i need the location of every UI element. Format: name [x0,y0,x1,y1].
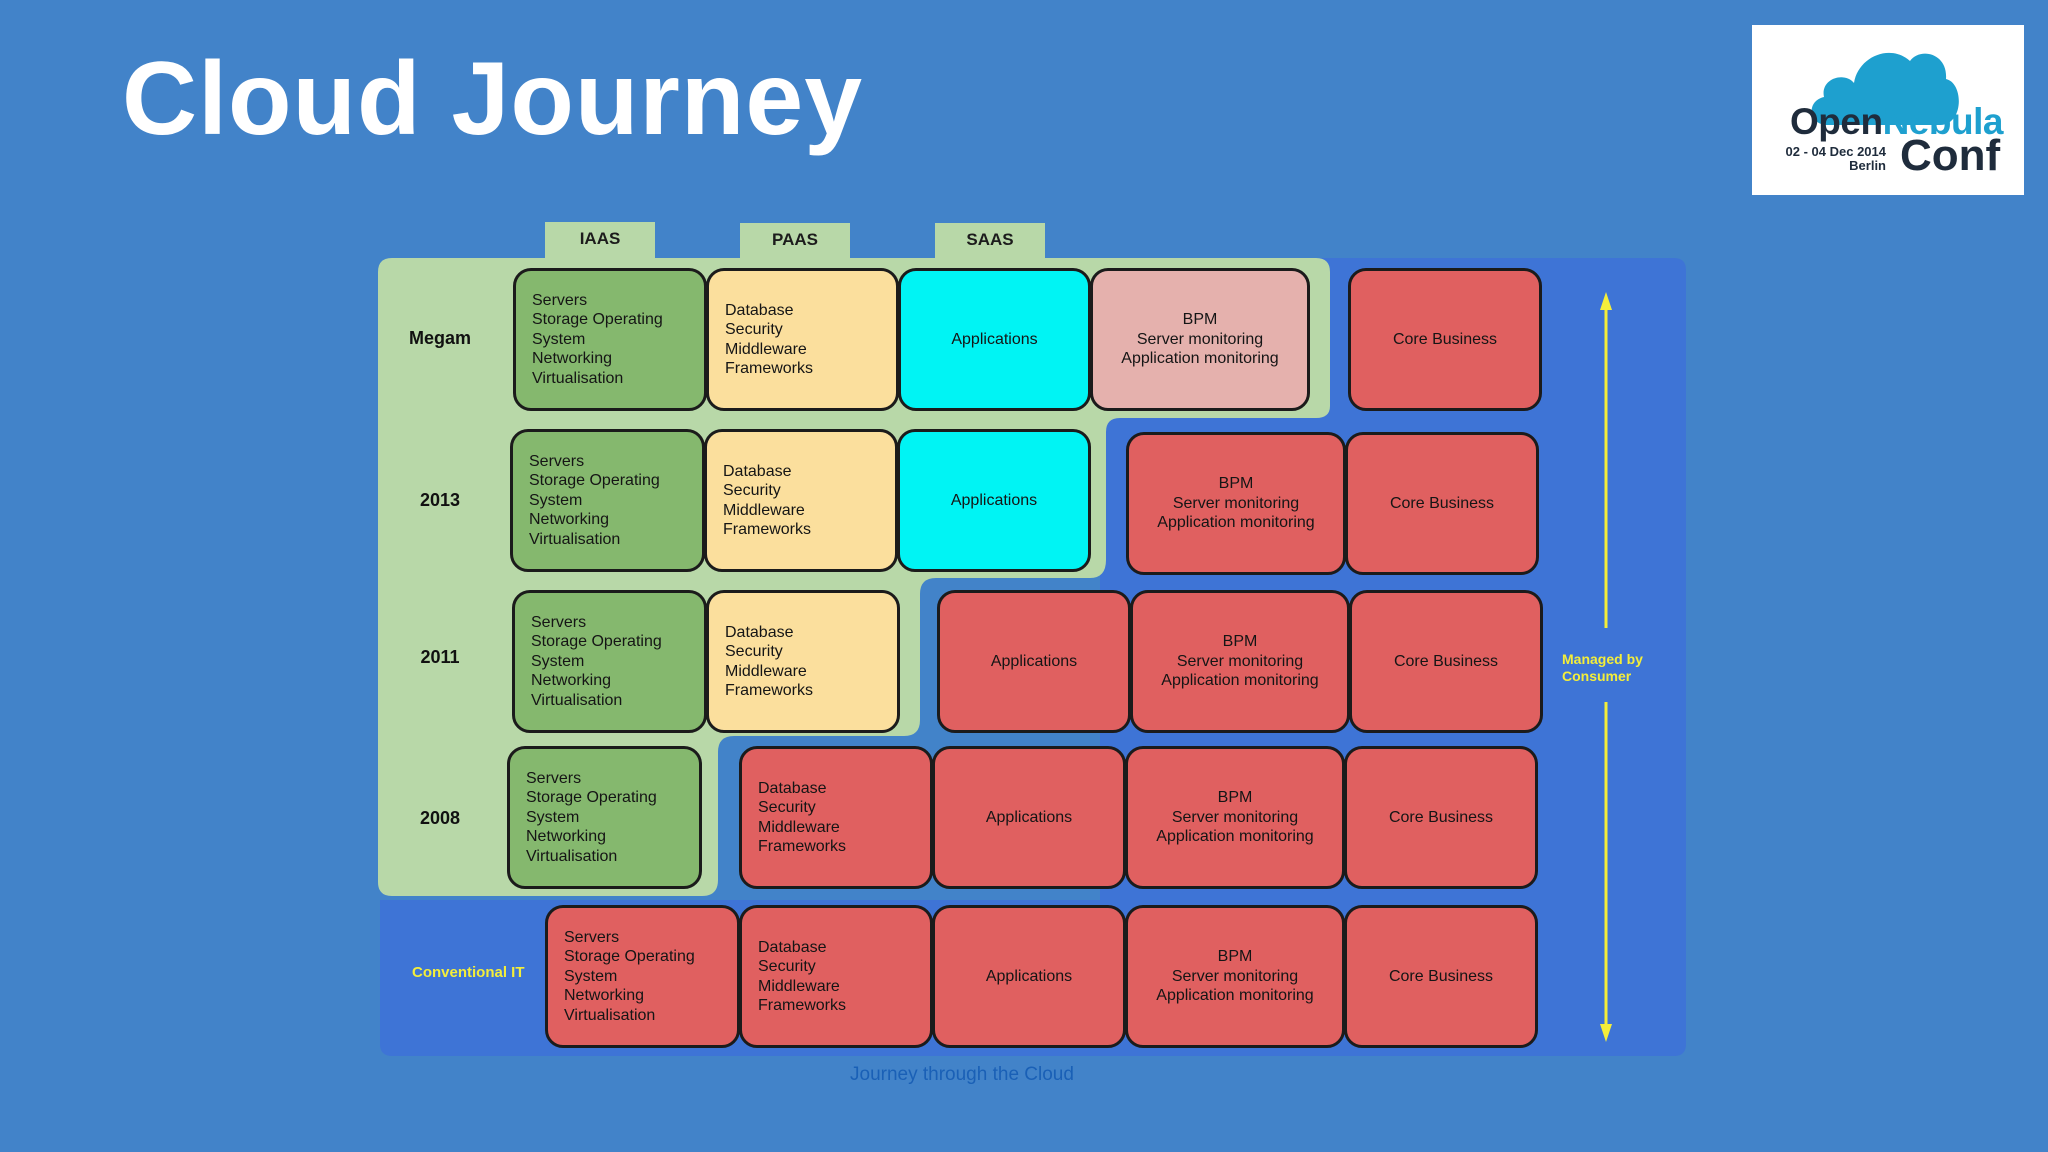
cell-text: BPM Server monitoring Application monito… [1161,633,1319,690]
cell-text: Applications [951,330,1038,348]
cell-megam-bpm: BPM Server monitoring Application monito… [1090,268,1310,411]
cell-2013-iaas: Servers Storage Operating System Network… [510,429,705,572]
row-label-2011: 2011 [420,647,460,667]
cell-text: BPM Server monitoring Application monito… [1156,789,1314,846]
cell-text: Applications [985,808,1073,826]
cell-text: Servers Storage Operating System Network… [529,452,660,548]
cell-text: BPM Server monitoring Application monito… [1157,475,1315,532]
cell-text: Database Security Middleware Frameworks [723,462,812,539]
cell-text: Applications [950,491,1038,509]
logo-brand-open: Open [1790,101,1883,142]
slide-title: Cloud Journey [122,41,864,157]
cloud-icon [1811,52,1959,125]
cell-2008-bpm: BPM Server monitoring Application monito… [1125,746,1345,889]
tab-iaas: IAAS [545,222,655,258]
cell-2008-saas: Applications [932,746,1126,889]
cell-2008-paas: Database Security Middleware Frameworks [739,746,933,889]
cell-2013-paas: Database Security Middleware Frameworks [704,429,898,572]
logo-brand-nebula: Nebula [1882,101,2004,142]
row-label-megam: Megam [408,328,471,348]
opennebula-conf-logo: OpenNebula 02 - 04 Dec 2014 Berlin Conf [1752,25,2024,195]
logo-brand: OpenNebula [1790,101,2003,143]
cell-text: Core Business [1388,808,1494,826]
cell-2013-saas: Applications [897,429,1091,572]
tab-saas: SAAS [935,223,1045,259]
cell-2011-core: Core Business [1349,590,1543,733]
cell-2011-iaas: Servers Storage Operating System Network… [512,590,707,733]
cell-text: Core Business [1393,652,1499,670]
cell-text: Servers Storage Operating System Network… [531,613,662,709]
logo-dates: 02 - 04 Dec 2014 Berlin [1782,145,1886,173]
cell-text: Database Security Middleware Frameworks [725,301,814,378]
cell-conventional-core: Core Business [1344,905,1538,1048]
cell-megam-iaas: Servers Storage Operating System Network… [513,268,707,411]
row-label-2008: 2008 [419,808,461,828]
cell-text: BPM Server monitoring Application monito… [1156,948,1314,1005]
cell-text: Database Security Middleware Frameworks [758,938,847,1015]
cell-megam-saas: Applications [898,268,1091,411]
cell-2011-paas: Database Security Middleware Frameworks [706,590,900,733]
cell-2013-core: Core Business [1345,432,1539,575]
cell-2011-saas: Applications [937,590,1131,733]
row-label-conventional-it: Conventional IT [412,964,525,981]
cell-text: Applications [985,967,1073,985]
diagram-caption: Journey through the Cloud [850,1064,1074,1085]
cell-text: Applications [990,652,1078,670]
provider-managed-region [378,258,1330,896]
cell-text: Database Security Middleware Frameworks [758,779,847,856]
logo-conf: Conf [1900,131,2001,180]
cell-text: Servers Storage Operating System Network… [532,291,663,387]
cell-text: BPM Server monitoring Application monito… [1121,311,1279,368]
cell-conventional-saas: Applications [932,905,1126,1048]
managed-by-consumer-text: Managed by Consumer [1562,651,1643,684]
cell-conventional-bpm: BPM Server monitoring Application monito… [1125,905,1345,1048]
cell-text: Core Business [1392,330,1498,348]
cell-text: Database Security Middleware Frameworks [725,623,814,700]
cell-conventional-paas: Database Security Middleware Frameworks [739,905,933,1048]
cell-text: Core Business [1389,494,1495,512]
managed-by-consumer-label: Managed by Consumer [1562,651,1672,685]
cell-conventional-iaas: Servers Storage Operating System Network… [545,905,740,1048]
cell-text: Servers Storage Operating System Network… [526,769,657,865]
row-label-2013: 2013 [419,490,461,510]
cell-text: Servers Storage Operating System Network… [564,928,695,1024]
logo-city: Berlin [1849,158,1886,173]
cell-text: Core Business [1388,967,1494,985]
cell-2013-bpm: BPM Server monitoring Application monito… [1126,432,1346,575]
managed-by-consumer-arrow [1600,292,1612,1042]
cell-megam-core: Core Business [1348,268,1542,411]
tab-paas: PAAS [740,223,850,259]
cell-megam-paas: Database Security Middleware Frameworks [706,268,899,411]
cell-2008-core: Core Business [1344,746,1538,889]
cell-2008-iaas: Servers Storage Operating System Network… [507,746,702,889]
logo-date-range: 02 - 04 Dec 2014 [1785,144,1886,159]
cell-2011-bpm: BPM Server monitoring Application monito… [1130,590,1350,733]
